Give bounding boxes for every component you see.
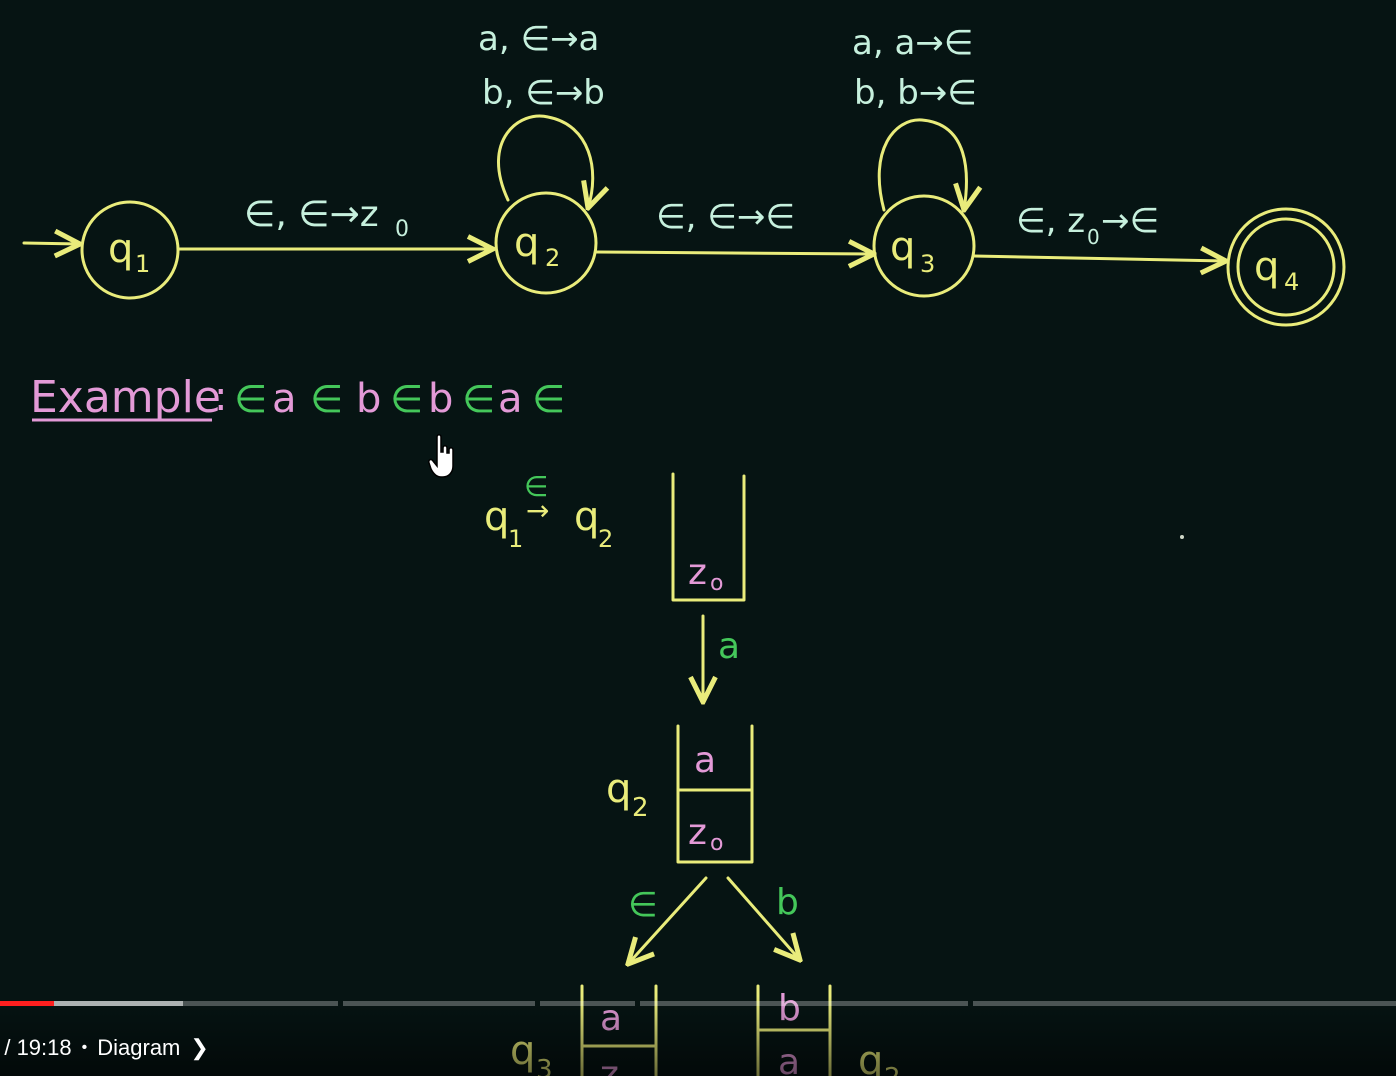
svg-text:∈: ∈	[524, 470, 548, 503]
edge-q1-q2-label: ∈, ∈→z	[244, 194, 379, 235]
player-controls: 0 / 19:18 • Diagram ❯	[0, 996, 1396, 1076]
example-token: a	[272, 376, 297, 422]
hand-pointer-icon	[428, 434, 454, 478]
example-label: Example	[30, 372, 221, 423]
loop-q3-label-2: b, b→∈	[854, 73, 977, 113]
state-q3-sub: 3	[920, 250, 935, 278]
svg-text:q: q	[484, 494, 509, 540]
svg-text:2: 2	[598, 525, 613, 553]
state-q4-accept: q 4	[1226, 207, 1346, 327]
example-token: ∈	[390, 377, 423, 421]
progress-bar[interactable]	[0, 996, 1396, 1010]
example-colon: :	[214, 374, 227, 420]
svg-text:→: →	[526, 494, 549, 527]
state-q4-name: q	[1254, 244, 1279, 290]
trace-branch-left-label: ∈	[628, 885, 658, 925]
time-and-chapter: 0 / 19:18 • Diagram ❯	[0, 1034, 209, 1062]
trace-branch-right-label: b	[776, 882, 799, 923]
edge-q1-q2-label-sub: 0	[395, 217, 409, 242]
example-token: ∈	[310, 377, 343, 421]
loop-q3-label-1: a, a→∈	[852, 23, 973, 63]
stack-2: a z o	[676, 724, 754, 864]
trace-step-1: q 1 ∈ → q 2	[484, 470, 613, 553]
edge-q2-q3	[594, 252, 874, 254]
edge-q3-q4-label-post: →∈	[1101, 201, 1159, 241]
time-display: 0 / 19:18	[0, 1035, 72, 1060]
chapter-segment[interactable]	[640, 1001, 968, 1006]
trace-arrow-a-label: a	[718, 626, 740, 667]
state-q2-name: q	[514, 220, 539, 266]
stack-1: z o	[671, 472, 746, 602]
chapter-segment[interactable]	[973, 1001, 1396, 1006]
edge-q3-q4-label-sub: 0	[1087, 225, 1100, 249]
edge-q3-q4-label-pre: ∈, z	[1016, 201, 1085, 241]
example-input: ∈ a ∈ b ∈ b ∈ a ∈	[234, 376, 565, 422]
progress-buffered	[0, 1001, 183, 1006]
trace-branch-right	[726, 876, 800, 960]
state-q1-name: q	[108, 226, 133, 272]
trace-state-q2: q	[606, 766, 631, 812]
example-token: ∈	[234, 377, 267, 421]
chapter-segment[interactable]	[540, 1001, 635, 1006]
trace-state-q2-sub: 2	[632, 793, 649, 823]
edge-q2-q3-label: ∈, ∈→∈	[656, 197, 795, 237]
svg-text:z: z	[688, 812, 707, 853]
loop-q2-label-2: b, ∈→b	[482, 73, 605, 113]
state-q1-sub: 1	[135, 250, 150, 278]
example-token: b	[356, 376, 381, 422]
trace-branch-left	[628, 876, 708, 964]
loop-q2	[496, 114, 592, 208]
svg-text:o: o	[710, 831, 723, 856]
svg-text:z: z	[688, 552, 707, 593]
state-q2: q 2	[494, 191, 598, 295]
example-token: ∈	[462, 377, 495, 421]
loop-q2-label-1: a, ∈→a	[478, 19, 599, 59]
svg-text:a: a	[694, 740, 716, 781]
chapter-title: Diagram	[97, 1035, 181, 1060]
state-q1: q 1	[80, 200, 180, 300]
edge-q3-q4	[972, 256, 1226, 261]
svg-text:o: o	[710, 571, 723, 596]
chalk-dot	[1180, 535, 1184, 539]
chapter-separator: •	[81, 1039, 88, 1056]
state-q2-sub: 2	[545, 244, 560, 272]
svg-text:q: q	[574, 494, 599, 540]
progress-played	[0, 1001, 55, 1006]
start-arrow	[22, 243, 80, 244]
example-token: a	[498, 376, 523, 422]
chapter-button[interactable]: Diagram ❯	[97, 1035, 209, 1061]
state-q4-sub: 4	[1284, 268, 1299, 296]
svg-text:1: 1	[508, 525, 523, 553]
example-token: ∈	[532, 377, 565, 421]
state-q3: q 3	[872, 194, 976, 298]
loop-q3	[877, 118, 966, 210]
example-token: b	[428, 376, 453, 422]
chapter-segment[interactable]	[343, 1001, 535, 1006]
state-q3-name: q	[890, 224, 915, 270]
chevron-right-icon: ❯	[190, 1035, 209, 1060]
